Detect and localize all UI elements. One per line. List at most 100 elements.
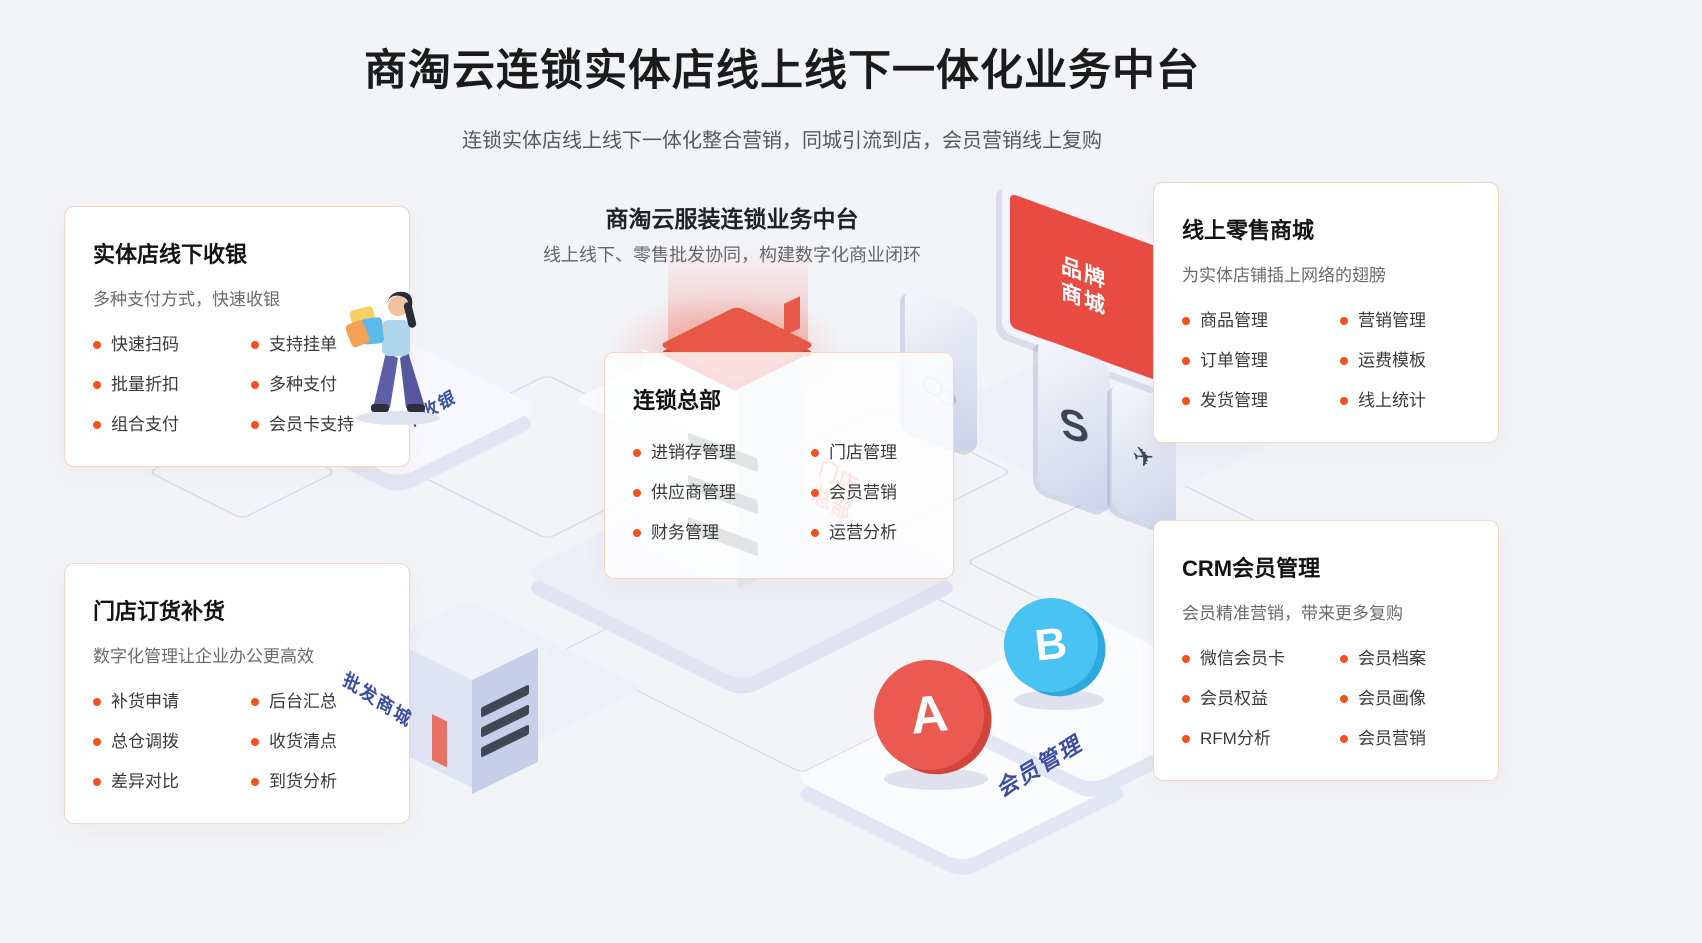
feature-list: 微信会员卡 会员档案 会员权益 会员画像 RFM分析 会员营销	[1182, 648, 1470, 750]
list-item: 进销存管理	[633, 442, 811, 464]
feature-list: 补货申请 后台汇总 总仓调拨 收货清点 差异对比 到货分析	[93, 691, 381, 793]
bullet-dot	[251, 698, 259, 706]
bullet-dot	[1182, 397, 1190, 405]
item-label: 发货管理	[1200, 391, 1268, 410]
bullet-dot	[1182, 357, 1190, 365]
page-title: 商淘云连锁实体店线上线下一体化业务中台	[364, 47, 1200, 95]
bullet-dot	[251, 341, 259, 349]
bullet-dot	[93, 341, 101, 349]
bullet-dot	[251, 421, 259, 429]
coin-shadow	[884, 768, 988, 790]
bullet-dot	[1340, 735, 1348, 743]
bullet-dot	[1340, 397, 1348, 405]
item-label: 多种支付	[269, 375, 337, 394]
item-label: 总仓调拨	[111, 732, 179, 751]
item-label: 线上统计	[1358, 391, 1426, 410]
list-item: 运营分析	[811, 522, 925, 544]
item-label: 进销存管理	[651, 443, 736, 462]
bullet-dot	[93, 421, 101, 429]
list-item: 批量折扣	[93, 374, 251, 396]
phone-card: S	[1038, 336, 1110, 516]
item-label: 后台汇总	[269, 692, 337, 711]
item-label: 会员档案	[1358, 649, 1426, 668]
shopper-illustration	[346, 291, 440, 425]
card-store-replenishment: 门店订货补货 数字化管理让企业办公更高效 补货申请 后台汇总 总仓调拨 收货清点…	[64, 563, 410, 824]
item-label: 运营分析	[829, 523, 897, 542]
item-label: 批量折扣	[111, 375, 179, 394]
bullet-dot	[93, 381, 101, 389]
list-item: 总仓调拨	[93, 731, 251, 753]
list-item: 会员档案	[1340, 648, 1470, 670]
bullet-dot	[251, 738, 259, 746]
page-content: 商淘云连锁实体店线上线下一体化业务中台 连锁实体店线上线下一体化整合营销，同城引…	[64, 47, 1499, 879]
list-item: 会员卡支持	[251, 414, 381, 436]
bullet-dot	[93, 738, 101, 746]
item-label: RFM分析	[1200, 729, 1271, 748]
item-label: 差异对比	[111, 772, 179, 791]
bullet-dot	[1182, 735, 1190, 743]
list-item: 营销管理	[1340, 310, 1470, 332]
bullet-dot	[93, 698, 101, 706]
list-item: 财务管理	[633, 522, 811, 544]
list-item: 微信会员卡	[1182, 648, 1340, 670]
card-title: 连锁总部	[633, 388, 722, 413]
list-item: 发货管理	[1182, 390, 1340, 412]
item-label: 到货分析	[269, 772, 337, 791]
list-item: 运费模板	[1340, 350, 1470, 372]
list-item: 到货分析	[251, 771, 381, 793]
bullet-dot	[811, 489, 819, 497]
bullet-dot	[93, 778, 101, 786]
list-item: 收货清点	[251, 731, 381, 753]
coin-b-letter: B	[1032, 618, 1070, 671]
list-item: 会员营销	[1340, 728, 1470, 750]
coin-shadow	[1014, 690, 1104, 710]
item-label: 会员画像	[1358, 689, 1426, 708]
list-item: 线上统计	[1340, 390, 1470, 412]
bullet-dot	[251, 381, 259, 389]
list-item: 会员营销	[811, 482, 925, 504]
card-title: 线上零售商城	[1182, 218, 1315, 243]
bullet-dot	[811, 449, 819, 457]
diagram-subtitle: 线上线下、零售批发协同，构建数字化商业闭环	[412, 241, 1052, 267]
list-item: 支持挂单	[251, 334, 381, 356]
list-item: 商品管理	[1182, 310, 1340, 332]
card-chain-hq: 连锁总部 进销存管理 门店管理 供应商管理 会员营销 财务管理 运营分析	[604, 352, 954, 579]
list-item: 差异对比	[93, 771, 251, 793]
card-subtitle: 数字化管理让企业办公更高效	[93, 647, 314, 666]
bullet-dot	[811, 529, 819, 537]
list-item: 快速扫码	[93, 334, 251, 356]
list-item: RFM分析	[1182, 728, 1340, 750]
item-label: 运费模板	[1358, 351, 1426, 370]
list-item: 组合支付	[93, 414, 251, 436]
list-item: 门店管理	[811, 442, 925, 464]
list-item: 供应商管理	[633, 482, 811, 504]
list-item: 后台汇总	[251, 691, 381, 713]
item-label: 财务管理	[651, 523, 719, 542]
brand-mall-label: 品牌商城	[1061, 253, 1107, 320]
item-label: 会员营销	[829, 483, 897, 502]
bullet-dot	[1182, 317, 1190, 325]
card-online-mall: 线上零售商城 为实体店铺插上网络的翅膀 商品管理 营销管理 订单管理 运费模板 …	[1153, 182, 1499, 443]
bullet-dot	[633, 489, 641, 497]
list-item: 订单管理	[1182, 350, 1340, 372]
card-subtitle: 多种支付方式，快速收银	[93, 290, 280, 309]
item-label: 营销管理	[1358, 311, 1426, 330]
item-label: 会员营销	[1358, 729, 1426, 748]
bullet-dot	[1340, 695, 1348, 703]
item-label: 组合支付	[111, 415, 179, 434]
feature-list: 快速扫码 支持挂单 批量折扣 多种支付 组合支付 会员卡支持	[93, 334, 381, 436]
plane-icon: ✈	[1128, 440, 1159, 473]
card-subtitle: 会员精准营销，带来更多复购	[1182, 604, 1403, 623]
item-label: 门店管理	[829, 443, 897, 462]
card-title: CRM会员管理	[1182, 556, 1321, 581]
item-label: 商品管理	[1200, 311, 1268, 330]
item-label: 收货清点	[269, 732, 337, 751]
bullet-dot	[1340, 357, 1348, 365]
bullet-dot	[1182, 655, 1190, 663]
card-subtitle: 为实体店铺插上网络的翅膀	[1182, 266, 1386, 285]
coin-a-letter: A	[907, 684, 951, 746]
list-item: 会员权益	[1182, 688, 1340, 710]
s-icon: S	[1055, 398, 1093, 453]
item-label: 会员权益	[1200, 689, 1268, 708]
card-title: 实体店线下收银	[93, 242, 248, 267]
